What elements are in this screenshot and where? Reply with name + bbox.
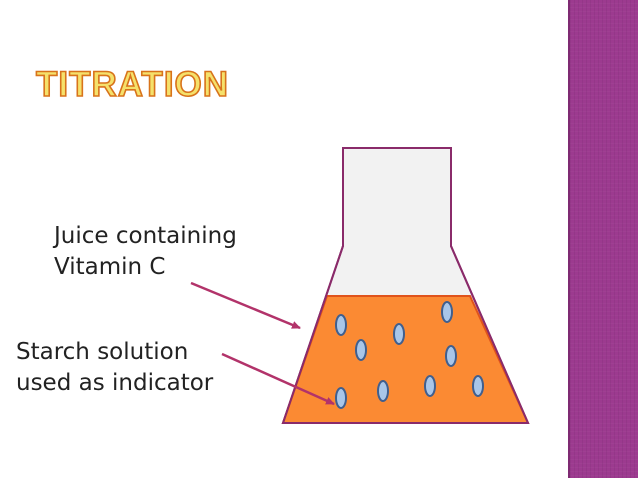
starch-bubble bbox=[445, 345, 457, 367]
starch-bubble bbox=[441, 301, 453, 323]
label-juice-line1: Juice containing bbox=[54, 223, 237, 249]
arrow-juice bbox=[190, 281, 301, 330]
label-juice-line2: Vitamin C bbox=[54, 254, 166, 280]
starch-bubble bbox=[424, 375, 436, 397]
label-starch-line1: Starch solution bbox=[16, 339, 189, 365]
starch-bubble bbox=[355, 339, 367, 361]
starch-bubble bbox=[335, 314, 347, 336]
label-starch-line2: used as indicator bbox=[16, 370, 214, 396]
starch-bubble bbox=[335, 387, 347, 409]
slide-title: TITRATION bbox=[36, 65, 229, 104]
starch-bubble bbox=[393, 323, 405, 345]
decorative-sidebar bbox=[568, 0, 638, 478]
starch-bubbles bbox=[335, 301, 484, 409]
arrow-starch bbox=[221, 352, 335, 406]
starch-bubble bbox=[472, 375, 484, 397]
starch-bubble bbox=[377, 380, 389, 402]
flask-outline bbox=[281, 147, 530, 424]
